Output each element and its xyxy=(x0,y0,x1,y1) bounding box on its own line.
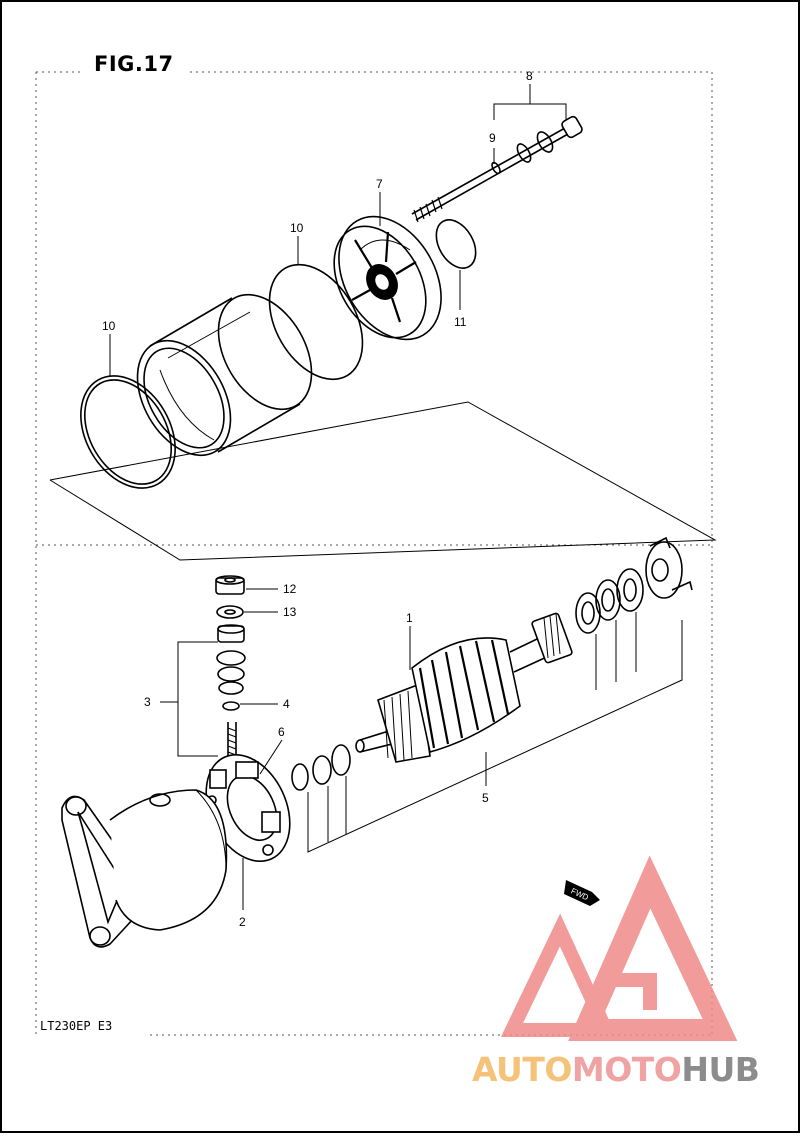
callout-3: 3 xyxy=(144,695,151,709)
brand-part-hub: HUB xyxy=(681,1050,760,1089)
nut-12 xyxy=(215,575,245,595)
model-code: LT230EP E3 xyxy=(40,1019,113,1033)
callout-6: 6 xyxy=(278,725,285,739)
o-ring-middle xyxy=(268,263,364,381)
callout-7: 7 xyxy=(376,177,383,191)
o-ring-4 xyxy=(222,701,240,711)
leader-lines xyxy=(109,84,683,910)
watermark-logo xyxy=(500,855,738,1041)
watermark-brand: AUTOMOTOHUB xyxy=(472,1050,760,1089)
callout-2: 2 xyxy=(239,915,246,929)
assembly-outline xyxy=(49,401,717,561)
callout-13: 13 xyxy=(283,605,297,619)
bolt-washer xyxy=(516,143,532,163)
callout-11: 11 xyxy=(454,315,467,329)
brand-part-auto: AUTO xyxy=(472,1050,572,1089)
lock-plate xyxy=(645,536,693,599)
o-ring-small xyxy=(435,219,477,269)
callout-5: 5 xyxy=(482,791,489,805)
starter-bracket xyxy=(61,789,228,948)
terminal-set xyxy=(216,624,246,695)
through-bolt xyxy=(411,115,583,223)
fwd-indicator: FWD xyxy=(564,880,600,906)
thrust-washer xyxy=(575,592,601,634)
lower-assembly xyxy=(61,536,693,948)
brand-part-moto: MOTO xyxy=(571,1050,682,1089)
shim-washer xyxy=(291,763,309,791)
callout-10-left: 10 xyxy=(102,319,116,333)
callout-1: 1 xyxy=(406,611,413,625)
upper-assembly xyxy=(80,115,583,489)
o-ring-left xyxy=(80,375,176,489)
end-cover xyxy=(333,215,442,341)
callout-9: 9 xyxy=(489,131,496,145)
washer-13 xyxy=(216,605,244,619)
yoke-housing xyxy=(136,293,313,457)
callouts: 8 9 7 10 10 11 12 13 4 3 6 1 2 5 xyxy=(102,69,533,929)
callout-10-middle: 10 xyxy=(290,221,304,235)
callout-4: 4 xyxy=(283,697,290,711)
figure-title: FIG.17 xyxy=(94,52,174,76)
terminal-bolt xyxy=(227,722,237,760)
callout-12: 12 xyxy=(283,582,297,596)
armature xyxy=(355,612,573,763)
callout-8: 8 xyxy=(526,69,533,83)
brush-holder xyxy=(205,753,291,863)
